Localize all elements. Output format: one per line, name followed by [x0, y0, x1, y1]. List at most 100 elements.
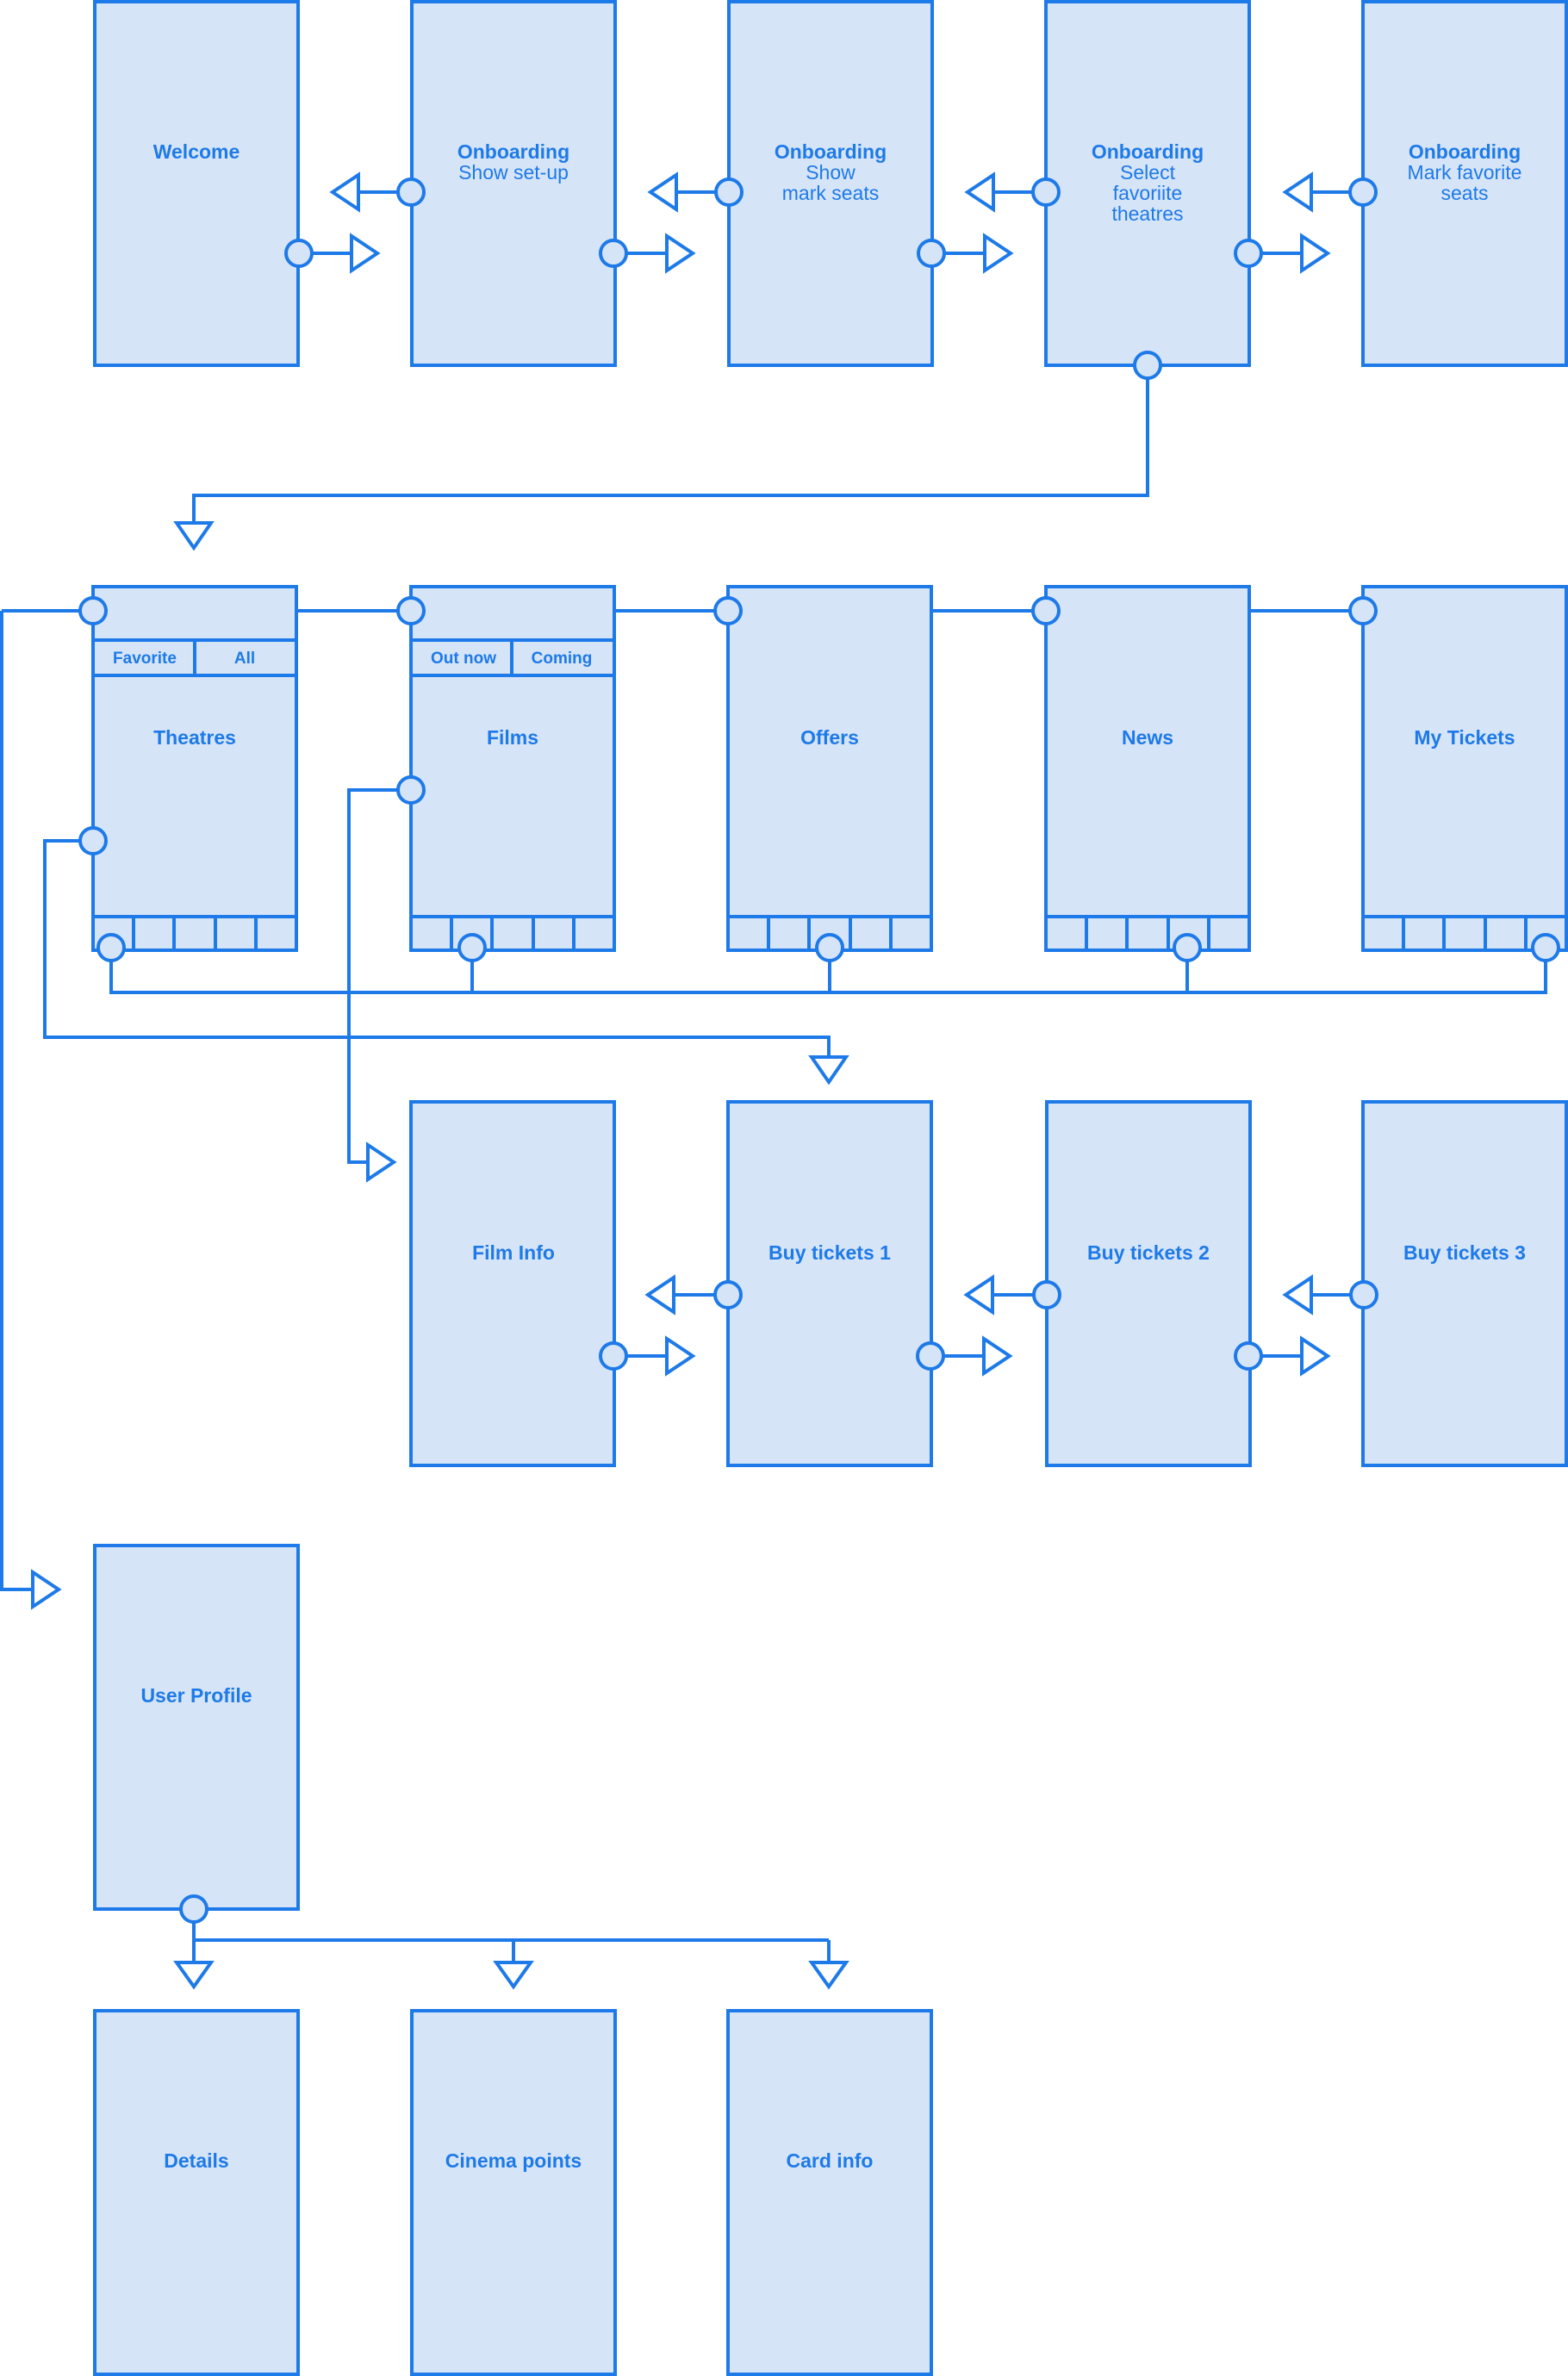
screen-my-tickets[interactable]: My Tickets — [1361, 585, 1568, 952]
connector-dot — [96, 933, 126, 962]
connector-dot — [1173, 933, 1202, 962]
tab-out-now[interactable]: Out now — [431, 650, 496, 668]
screen-title: Onboarding — [1409, 140, 1521, 163]
arrow-right-icon — [665, 1335, 696, 1377]
connector-dot — [1032, 1280, 1061, 1309]
screen-news[interactable]: News — [1044, 585, 1251, 952]
arrow-down-icon — [808, 1961, 849, 1990]
screen-title: News — [1122, 726, 1173, 749]
tab-favorite[interactable]: Favorite — [113, 650, 177, 668]
screen-title: Onboarding — [1092, 140, 1204, 163]
tab-bar — [93, 915, 296, 950]
screen-title: User Profile — [140, 1684, 252, 1707]
arrow-down-icon — [808, 1055, 849, 1085]
connector-dot — [457, 933, 487, 962]
arrow-right-icon — [983, 233, 1014, 274]
arrowheads — [31, 171, 1331, 1990]
screen-buy-tickets-1[interactable]: Buy tickets 1 — [726, 1100, 933, 1467]
arrow-right-icon — [1300, 1335, 1331, 1377]
screen-title: Offers — [800, 726, 859, 749]
connector-dot — [396, 775, 426, 805]
screen-user-profile[interactable]: User Profile — [93, 1544, 300, 1911]
connector-dot — [1234, 239, 1263, 268]
arrow-left-icon — [647, 171, 678, 213]
screen-title: Welcome — [153, 140, 240, 163]
connector-dot — [284, 239, 314, 268]
arrow-left-icon — [1282, 171, 1313, 213]
screen-offers[interactable]: Offers — [726, 585, 933, 952]
screen-title: Film Info — [472, 1241, 555, 1264]
screen-films[interactable]: Out now Coming Films — [409, 585, 616, 952]
screen-welcome[interactable]: Welcome — [93, 0, 300, 367]
screen-title: Onboarding — [775, 140, 887, 163]
arrow-right-icon — [982, 1335, 1013, 1377]
screen-onboarding-mark-seats[interactable]: Onboarding Show mark seats — [727, 0, 934, 367]
screen-onboarding-select-theatres[interactable]: Onboarding Select favoriite theatres — [1044, 0, 1251, 367]
connection-dots — [78, 177, 1560, 1924]
connector-dot — [1531, 933, 1560, 962]
screen-theatres[interactable]: Favorite All Theatres — [91, 585, 298, 952]
screen-onboarding-favorite-seats[interactable]: Onboarding Mark favorite seats — [1361, 0, 1568, 367]
connector-dot — [917, 239, 946, 268]
tab-bar — [1046, 915, 1249, 950]
arrow-left-icon — [963, 1274, 994, 1316]
tab-coming[interactable]: Coming — [532, 650, 593, 668]
arrow-left-icon — [1282, 1274, 1313, 1316]
connector-dot — [599, 1341, 628, 1371]
screen-subtitle-line: theatres — [1111, 202, 1183, 225]
connector-dot — [1031, 177, 1061, 207]
arrow-right-icon — [665, 233, 696, 274]
screen-details[interactable]: Details — [93, 2009, 300, 2376]
screen-title: Card info — [787, 2149, 874, 2172]
connector-dot — [815, 933, 844, 962]
connector-dot — [1349, 1280, 1378, 1309]
arrow-down-icon — [493, 1961, 534, 1990]
screen-title: Films — [487, 726, 538, 749]
connector-dot — [714, 177, 744, 207]
connector-dot — [916, 1341, 945, 1371]
connector-dot — [713, 1280, 743, 1309]
arrow-right-icon — [350, 233, 381, 274]
tab-bar — [411, 915, 614, 950]
arrow-left-icon — [964, 171, 995, 213]
connector-dot — [179, 1894, 208, 1924]
connector-dot — [78, 826, 108, 855]
screen-subtitle: Show set-up — [458, 161, 569, 183]
screen-buy-tickets-3[interactable]: Buy tickets 3 — [1361, 1100, 1568, 1467]
screen-buy-tickets-2[interactable]: Buy tickets 2 — [1045, 1100, 1252, 1467]
screen-subtitle-line: seats — [1441, 182, 1489, 204]
arrow-down-icon — [173, 1961, 215, 1990]
screen-film-info[interactable]: Film Info — [409, 1100, 616, 1467]
screen-title: Details — [164, 2149, 228, 2172]
screen-title: Onboarding — [457, 140, 569, 163]
connector-dot — [1348, 177, 1378, 207]
screen-subtitle-line: favoriite — [1113, 182, 1183, 204]
tab-bar — [728, 915, 931, 950]
screen-subtitle-line: Mark favorite — [1408, 161, 1522, 183]
arrow-left-icon — [644, 1274, 675, 1316]
connector-dot — [713, 596, 743, 625]
screen-subtitle-line: mark seats — [782, 182, 879, 204]
connector-dot — [1133, 351, 1162, 380]
screen-onboarding-setup[interactable]: Onboarding Show set-up — [410, 0, 617, 367]
tab-bar — [1363, 915, 1566, 950]
screen-title: Buy tickets 2 — [1087, 1241, 1210, 1264]
screen-card-info[interactable]: Card info — [726, 2009, 933, 2376]
screen-title: Theatres — [153, 726, 236, 749]
screen-title: Buy tickets 1 — [768, 1241, 891, 1264]
arrow-right-icon — [31, 1569, 62, 1610]
connector-dot — [599, 239, 628, 268]
arrow-left-icon — [329, 171, 360, 213]
screen-cinema-points[interactable]: Cinema points — [410, 2009, 617, 2376]
screen-subtitle-line: Select — [1120, 161, 1176, 183]
screen-subtitle-line: Show — [806, 161, 856, 183]
screen-title: Buy tickets 3 — [1403, 1241, 1526, 1264]
arrow-down-icon — [173, 521, 215, 551]
arrow-right-icon — [366, 1141, 397, 1183]
tab-all[interactable]: All — [234, 650, 255, 668]
connector-dot — [396, 177, 426, 207]
connector-dot — [396, 596, 426, 625]
screen-title: Cinema points — [445, 2149, 582, 2172]
connector-dot — [1348, 596, 1378, 625]
